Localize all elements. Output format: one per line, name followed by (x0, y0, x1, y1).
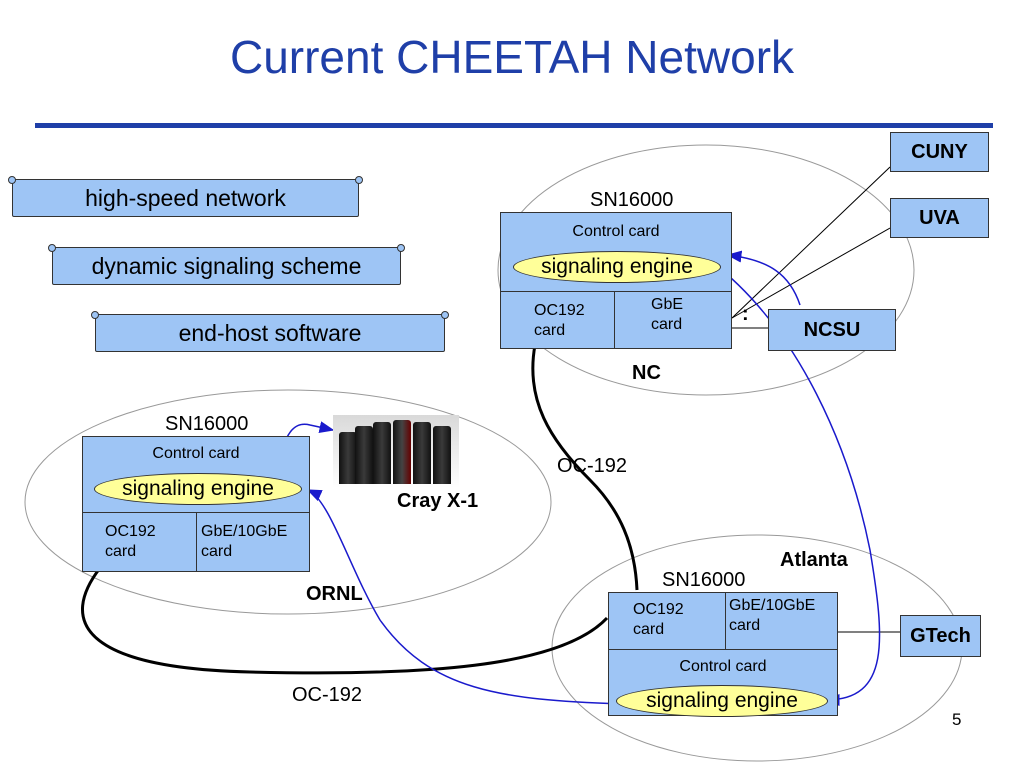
atlanta-oc192-card: OC192 card (633, 600, 684, 640)
ornl-gbe-card: GbE/10GbE card (201, 522, 287, 562)
ornl-oc192-sub: card (105, 543, 137, 560)
nc-signaling-engine: signaling engine (513, 251, 721, 283)
page-number: 5 (952, 710, 962, 729)
atlanta-divider (609, 649, 837, 650)
nc-ellipse (497, 144, 915, 396)
ornl-oc192-label: OC192 (105, 523, 156, 540)
oc192-label-nc-atlanta: OC-192 (557, 455, 628, 477)
nc-site-label: NC (632, 362, 661, 384)
cray-rack (433, 426, 451, 484)
atlanta-site-label: Atlanta (780, 549, 848, 571)
nc-switch-label: SN16000 (590, 189, 674, 211)
oc192-label-ornl-atlanta: OC-192 (292, 684, 363, 706)
feature-dynamic-signaling: dynamic signaling scheme (48, 244, 405, 285)
title-rule (35, 123, 993, 128)
cray-rack (413, 422, 431, 484)
nc-oc192-sub: card (534, 322, 566, 339)
cray-x1-image (333, 415, 459, 488)
cray-rack (393, 420, 411, 484)
cuny-link (731, 166, 891, 319)
signal-ncsu-to-nc (726, 250, 801, 306)
site-gtech: GTech (900, 615, 981, 657)
slide-title: Current CHEETAH Network (229, 31, 795, 83)
ornl-card-divider (196, 512, 197, 572)
feature-end-host-software: end-host software (91, 311, 449, 352)
nc-gbe-label: GbE (651, 296, 684, 313)
site-ncsu: NCSU (768, 309, 896, 351)
ornl-gbe-sub: card (201, 543, 233, 560)
atlanta-signaling-engine: signaling engine (616, 685, 828, 717)
oc192-link-nc-atlanta (531, 344, 639, 591)
atlanta-control-card: Control card (679, 658, 767, 675)
nc-oc192-card: OC192 card (534, 301, 585, 341)
ornl-gbe-label: GbE/10GbE (201, 523, 288, 540)
ornl-switch-label: SN16000 (165, 413, 249, 435)
nc-control-card: Control card (572, 223, 660, 240)
atlanta-oc192-sub: card (633, 621, 665, 638)
atlanta-switch-label: SN16000 (662, 569, 746, 591)
site-cuny: CUNY (890, 132, 989, 172)
nc-card-divider (614, 291, 615, 349)
ornl-site-label: ORNL (306, 583, 363, 605)
atlanta-switch: OC192 card GbE/10GbE card Control card s… (608, 592, 838, 717)
atlanta-gbe-card: GbE/10GbE card (729, 596, 815, 636)
cray-rack (373, 422, 391, 484)
atlanta-gbe-sub: card (729, 617, 761, 634)
ornl-control-card: Control card (152, 445, 240, 462)
signal-atlanta-to-ornl (306, 489, 623, 705)
nc-switch: Control card signaling engine OC192 card… (500, 212, 732, 349)
ornl-signaling-engine: signaling engine (94, 473, 302, 505)
feature-high-speed-network: high-speed network (8, 176, 363, 217)
ornl-oc192-card: OC192 card (105, 522, 156, 562)
nc-divider (501, 291, 731, 292)
nc-gbe-sub: card (651, 316, 683, 333)
cray-rack (355, 426, 373, 484)
site-uva: UVA (890, 198, 989, 238)
ornl-switch: Control card signaling engine OC192 card… (82, 436, 310, 572)
ornl-ellipse (24, 389, 552, 615)
nc-gbe-card: GbE card (651, 295, 683, 335)
cray-rack (339, 432, 357, 484)
oc192-link-ornl-atlanta (81, 567, 609, 675)
cray-x1-label: Cray X-1 (397, 490, 479, 512)
nc-ellipsis: : (742, 303, 749, 325)
atlanta-card-divider (725, 593, 726, 649)
atlanta-oc192-label: OC192 (633, 601, 684, 618)
nc-oc192-label: OC192 (534, 302, 585, 319)
atlanta-gbe-label: GbE/10GbE (729, 597, 816, 614)
uva-link (731, 227, 891, 319)
